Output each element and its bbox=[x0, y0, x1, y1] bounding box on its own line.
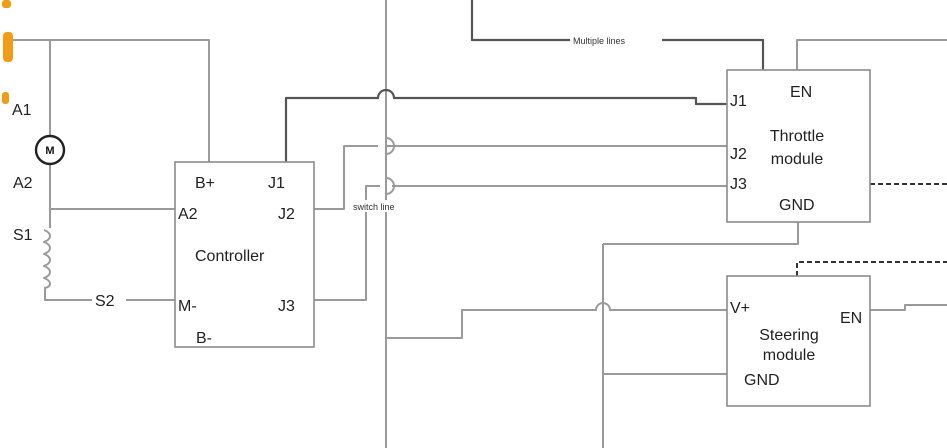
throttle-pin-j3: J3 bbox=[730, 176, 747, 193]
controller-block: B+ J1 A2 J2 Controller M- J3 B- bbox=[174, 161, 315, 348]
steering-module-box bbox=[726, 275, 871, 407]
field-s1-label: S1 bbox=[13, 227, 33, 244]
motor-terminal-a2-label: A2 bbox=[13, 175, 33, 192]
throttle-pin-gnd: GND bbox=[779, 197, 815, 214]
motor-terminal-a1-label: A1 bbox=[12, 102, 32, 119]
wire-motor-a2 bbox=[49, 162, 175, 210]
throttle-pin-j1: J1 bbox=[730, 93, 747, 110]
steering-pin-en: EN bbox=[840, 310, 862, 327]
dashed-line-steering bbox=[796, 261, 947, 276]
steering-title-line2: module bbox=[763, 347, 816, 364]
steering-pin-gnd: GND bbox=[744, 372, 780, 389]
controller-pin-j2: J2 bbox=[278, 206, 295, 223]
controller-pin-bplus: B+ bbox=[195, 175, 215, 192]
wire-throttle-en-out bbox=[796, 39, 947, 70]
orange-terminal-marker-bottom bbox=[2, 92, 9, 104]
controller-box bbox=[174, 161, 315, 348]
motor-symbol-letter: M bbox=[45, 145, 54, 157]
orange-terminal-marker-top bbox=[2, 0, 11, 8]
steering-title-line1: Steering bbox=[759, 327, 819, 344]
switch-line-label-bg bbox=[350, 200, 432, 212]
hop-j3 bbox=[385, 177, 395, 195]
throttle-title-line2: module bbox=[771, 151, 824, 168]
controller-pin-bminus: B- bbox=[196, 330, 212, 347]
field-s2-label: S2 bbox=[95, 293, 115, 310]
controller-title: Controller bbox=[195, 248, 265, 265]
multiple-lines-label-bg bbox=[570, 33, 662, 46]
throttle-module-block: J1 EN Throttle module J2 J3 GND bbox=[726, 69, 871, 223]
wire-steering-vplus bbox=[386, 302, 727, 339]
wire-j1-throttle bbox=[284, 88, 727, 162]
controller-pin-j3: J3 bbox=[278, 298, 295, 315]
wire-throttle-gnd bbox=[603, 222, 799, 245]
steering-module-block: V+ EN Steering module GND bbox=[726, 275, 871, 407]
field-s2-label-bg bbox=[92, 290, 126, 310]
orange-terminal-marker-middle bbox=[3, 32, 13, 62]
wire-j2-throttle bbox=[314, 138, 727, 210]
throttle-module-box bbox=[726, 69, 871, 223]
steering-pin-vplus: V+ bbox=[730, 300, 750, 317]
switch-line-label: switch line bbox=[353, 202, 395, 212]
wire-field-s2 bbox=[44, 288, 175, 301]
wire-j3-switch-line bbox=[314, 185, 727, 301]
controller-pin-j1: J1 bbox=[268, 175, 285, 192]
field-coil-s1 bbox=[43, 229, 51, 289]
controller-pin-a2: A2 bbox=[178, 206, 198, 223]
throttle-title-line1: Throttle bbox=[770, 128, 824, 145]
multiple-lines-label: Multiple lines bbox=[573, 36, 626, 46]
controller-pin-mminus: M- bbox=[178, 298, 197, 315]
throttle-pin-j2: J2 bbox=[730, 146, 747, 163]
wire-bplus-feed bbox=[13, 39, 210, 162]
throttle-pin-en: EN bbox=[790, 84, 812, 101]
hop-j2 bbox=[385, 137, 395, 155]
motor-symbol bbox=[34, 134, 66, 166]
wire-steering-en-out bbox=[870, 304, 947, 311]
